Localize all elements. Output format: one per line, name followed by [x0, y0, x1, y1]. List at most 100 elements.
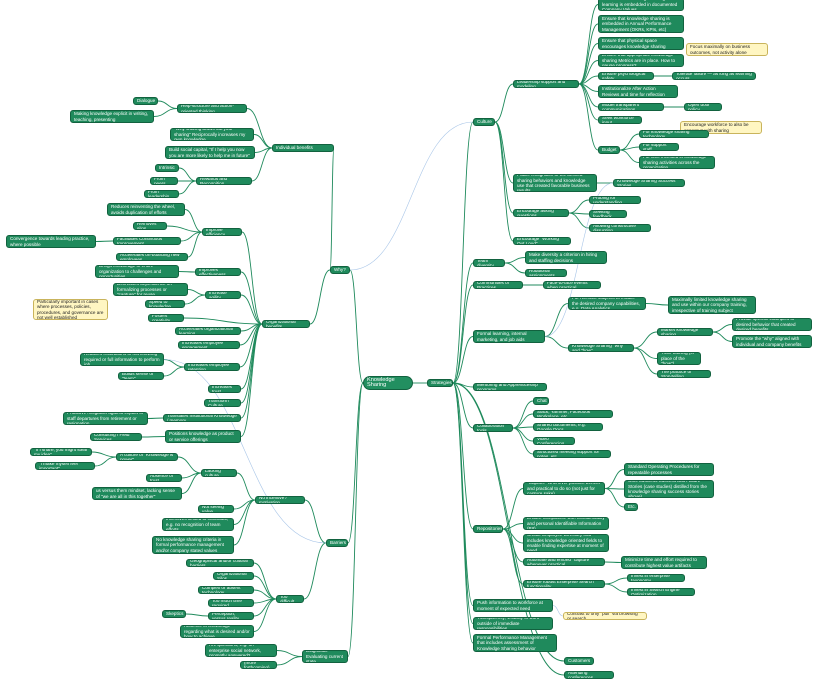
strat-sop[interactable]: Standard Operating Procedures for repeat…	[624, 463, 714, 476]
why-rewards[interactable]: Rewards and Recognition	[196, 177, 252, 185]
strat-open-door[interactable]: Open door policy	[684, 103, 722, 111]
barrier-make-myself[interactable]: "I make myself feel important"	[35, 462, 95, 470]
why-positions[interactable]: Positions knowledge as product or servic…	[165, 430, 241, 443]
strat-ks-why-how[interactable]: Knowledge Sharing "why" and "how"	[568, 344, 634, 352]
strat-etc[interactable]: Etc.	[624, 503, 638, 511]
strat-maximally[interactable]: Maximally limited knowledge sharing and …	[668, 296, 756, 314]
strat-b1[interactable]: For knowledge sharing technology	[639, 130, 709, 138]
strat-team-diversity[interactable]: Team diversity	[473, 259, 505, 267]
barrier-us-versus[interactable]: us versus them mindset, lacking sense of…	[92, 487, 182, 500]
why-accelerates-learning[interactable]: Accelerates organizational learning	[175, 327, 241, 335]
why-social-capital[interactable]: Build social capital, "If I help you now…	[165, 146, 255, 159]
diag-more[interactable]: (more forthcoming)	[240, 661, 277, 669]
strat-formal-perf[interactable]: Formal Performance Management that inclu…	[473, 634, 557, 652]
why-individual[interactable]: Individual benefits	[272, 144, 334, 152]
strat-working-out-loud[interactable]: Encourage "Working Out Loud"	[513, 237, 571, 245]
why-brings-knowledge[interactable]: Brings knowledge of entire organization …	[95, 265, 179, 278]
why-removes-silos[interactable]: Removes silos	[133, 222, 167, 230]
strat-promote-why[interactable]: Promote the "why" aligned with individua…	[732, 335, 812, 348]
strat-allowing[interactable]: Allowing constructive disruption	[589, 224, 651, 232]
strat-customers[interactable]: Customers	[564, 657, 594, 665]
branch-barriers[interactable]: Barriers	[326, 539, 348, 547]
strat-rotational[interactable]: Rotational assignments	[525, 269, 567, 277]
barrier-culture-power[interactable]: A culture of "Knowledge is power"	[116, 453, 178, 461]
strat-chat[interactable]: Chat	[533, 397, 549, 405]
branch-strategies[interactable]: Strategies	[427, 379, 453, 387]
strat-transparency[interactable]: Transparency, visibility of work outside…	[473, 617, 553, 630]
strat-directory[interactable]: Create Employee Directory that includes …	[523, 534, 609, 552]
strat-push[interactable]: Push information to workforce at moment …	[473, 599, 553, 612]
why-translates[interactable]: Translates Institutional Knowledge / mem…	[163, 414, 241, 422]
diag-questions[interactable]: Are questions, e.g. on enterprise social…	[205, 644, 277, 657]
center-node[interactable]: Knowledge Sharing	[363, 376, 413, 390]
strat-seek-input[interactable]: Seek workforce input	[598, 116, 642, 124]
strat-shared-docs[interactable]: Shared documents, e.g. Google Docs	[533, 423, 603, 431]
strat-l3[interactable]: Ensure that physical space encourages kn…	[598, 37, 684, 50]
strat-train[interactable]: Train training (in place of the "how")	[657, 352, 701, 365]
strat-repositories[interactable]: Repositories	[473, 525, 503, 533]
why-improves-effectiveness[interactable]: Improves effectiveness	[195, 268, 241, 276]
why-proactive[interactable]: Proactive mitigation against impact of s…	[63, 412, 148, 425]
barrier-geo[interactable]: Geographical and/or cultural barriers	[186, 559, 254, 567]
strat-budget[interactable]: Budget	[598, 146, 620, 154]
strat-public-recog[interactable]: Public recognition of the desired sharin…	[513, 174, 597, 192]
why-reduce-reinvent[interactable]: Reduces reinventing the wheel, avoids du…	[107, 203, 185, 216]
branch-diagnostic[interactable]: Diagnostic Evaluating current state	[302, 650, 348, 663]
why-increases-trust[interactable]: Increases trust	[208, 385, 241, 393]
why-from-leadership[interactable]: From leadership	[144, 190, 179, 198]
strat-capture[interactable]: "Capture" whenever positive benefit and …	[523, 482, 605, 495]
why-continuous-improvement[interactable]: Facilitates Continuous Improvement	[113, 237, 181, 245]
why-convergence[interactable]: Convergence towards leading practice, wh…	[6, 235, 96, 248]
strat-make-diversity[interactable]: Make diversity a criterion in hiring and…	[525, 251, 607, 264]
barrier-if-i-share[interactable]: "If I share, you might steal my idea"	[30, 448, 92, 456]
why-making-explicit[interactable]: Making knowledge explicit in writing, te…	[70, 110, 154, 123]
strat-culture[interactable]: Culture	[473, 118, 495, 126]
why-speed[interactable]: Speed to knowledge	[145, 300, 185, 308]
barrier-skeptics[interactable]: Skeptics	[162, 610, 186, 618]
strat-leadership[interactable]: Leadership support and modeling	[513, 80, 579, 88]
why-consulting[interactable]: Consulting / Field Services	[90, 433, 142, 441]
strat-core-stories[interactable]: Core business Success and Failure Storie…	[624, 480, 714, 498]
strat-automate[interactable]: Automate and embed "capture" whenever pr…	[523, 558, 605, 566]
strat-probing[interactable]: Probing for understanding	[589, 196, 641, 204]
barrier-incentives-limited[interactable]: Incentives limited to individual, e.g. n…	[162, 518, 234, 531]
why-from-peers[interactable]: From peers	[150, 177, 178, 185]
barrier-complex[interactable]: Complex or absent technology	[198, 586, 254, 594]
strat-invest-seo[interactable]: Invest in Search Engine Optimization	[627, 588, 695, 596]
strat-cop[interactable]: Communities of Practices	[473, 281, 523, 289]
why-reduces-frustration[interactable]: Reduces frustrations of not knowing requ…	[80, 353, 164, 366]
strat-collab-tools[interactable]: Collaboration tools	[473, 424, 513, 432]
barrier-absence-trust[interactable]: Absence of trust	[146, 474, 182, 482]
strat-market[interactable]: Market knowledge sharing	[657, 328, 713, 336]
why-accelerates-onboarding[interactable]: Accelerates on-boarding new employees	[116, 253, 188, 261]
strat-slack[interactable]: Slack, Yammer, Facebook Workplace, etc.	[533, 410, 613, 418]
barrier-too-difficult[interactable]: Too difficult	[276, 595, 304, 603]
why-decreases-dependence[interactable]: Decreases dependence on formalizing proc…	[113, 283, 188, 296]
strat-asking[interactable]: Encourage asking questions	[513, 209, 569, 217]
strat-model-transparent[interactable]: Model transparent communications	[598, 103, 664, 111]
strat-formal-learning[interactable]: Formal learning, internal marketing, and…	[473, 330, 545, 343]
why-transform-culture[interactable]: Transform Culture	[204, 399, 241, 407]
why-retention[interactable]: Increases employee retention	[184, 363, 240, 371]
strat-aar[interactable]: Institutionalize After Action Reviews an…	[598, 85, 678, 98]
strat-face-to-face[interactable]: Face-to-face events when practical	[543, 281, 601, 289]
why-increase-agility[interactable]: Increase agility	[205, 291, 241, 299]
barrier-perception[interactable]: Perception, versus reality	[208, 612, 254, 620]
strat-seeking[interactable]: Seeking feedback	[589, 210, 627, 218]
why-fosters-creativity[interactable]: Fosters creativity	[148, 314, 184, 322]
why-sharing-draws[interactable]: "Why sharing draws out your sharing" Rec…	[170, 128, 254, 141]
why-increases-engagement[interactable]: Increases employee engagement	[178, 341, 240, 349]
strat-psych-safety[interactable]: Ensure psychological safety	[598, 72, 654, 80]
why-dialogue[interactable]: Dialogue	[133, 97, 158, 105]
barrier-not-seeing-value[interactable]: Not seeing value	[198, 505, 234, 513]
strat-tolerate[interactable]: Tolerate failure — as long as learning o…	[672, 72, 756, 80]
barrier-too-much-time[interactable]: Too much time required	[208, 599, 254, 607]
strat-search[interactable]: Ensure robust Enterprise Search function…	[523, 580, 605, 588]
strat-video[interactable]: Video Conferencing	[533, 437, 575, 445]
strat-for-relevant[interactable]: For relevant subjects to enable the desi…	[568, 297, 646, 310]
barrier-no-incentive[interactable]: No incentive / motivation	[255, 496, 305, 504]
strat-structured[interactable]: Structured meeting support for notes, et…	[533, 450, 611, 458]
barrier-lacking-culture[interactable]: Lacking culture	[201, 469, 237, 477]
branch-why[interactable]: Why?	[330, 266, 350, 274]
strat-b2[interactable]: For support staff	[639, 143, 679, 151]
